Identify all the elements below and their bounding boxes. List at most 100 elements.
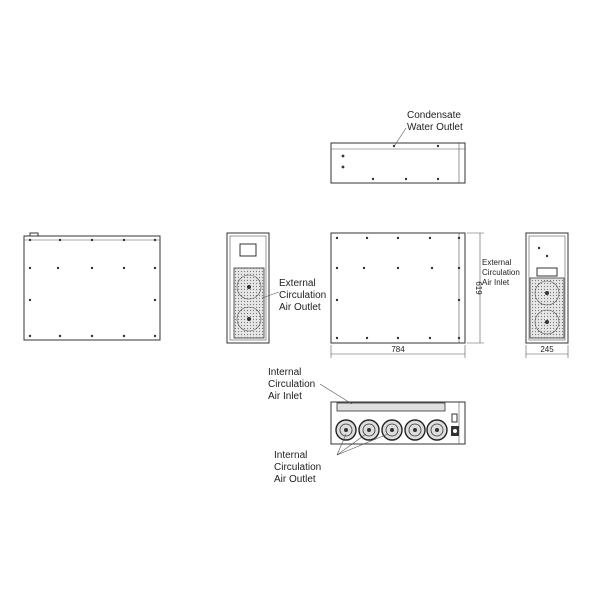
internal-outlet-fans bbox=[335, 419, 448, 441]
mounting-hole bbox=[122, 238, 126, 242]
external-outlet-fan bbox=[236, 306, 262, 332]
mounting-hole bbox=[396, 236, 400, 240]
bottom-view-connector bbox=[451, 413, 458, 423]
label-ext-inlet-line: External bbox=[482, 258, 512, 267]
fan-ring bbox=[430, 423, 444, 437]
side-view-left: External Circulation Air Outlet bbox=[226, 232, 326, 344]
label-ext-outlet-line: Circulation bbox=[279, 290, 326, 301]
int-outlet-leader-line bbox=[336, 433, 389, 456]
mounting-hole bbox=[365, 336, 369, 340]
mounting-hole bbox=[457, 236, 461, 240]
mounting-hole bbox=[153, 238, 157, 242]
front-view: 784 619 bbox=[330, 232, 484, 358]
external-inlet-fan bbox=[534, 280, 560, 306]
int-outlet-leader-line bbox=[336, 433, 367, 456]
label-int-outlet: Internal Circulation Air Outlet bbox=[274, 450, 324, 485]
side-view-right-hole bbox=[537, 246, 541, 250]
mounting-hole bbox=[153, 298, 157, 302]
internal-inlet-slot bbox=[336, 402, 446, 412]
mounting-hole bbox=[56, 266, 60, 270]
top-view: Condensate Water Outlet bbox=[330, 110, 466, 184]
mounting-hole bbox=[396, 336, 400, 340]
mounting-hole bbox=[90, 266, 94, 270]
label-int-inlet-line: Internal bbox=[268, 367, 301, 378]
mounting-hole bbox=[28, 266, 32, 270]
side-view-left-display bbox=[239, 243, 257, 257]
top-view-hole bbox=[436, 177, 440, 181]
top-view-outline bbox=[330, 142, 466, 184]
side-view-right-hole bbox=[545, 254, 549, 258]
top-view-hole bbox=[404, 177, 408, 181]
label-ext-outlet-line: External bbox=[279, 278, 316, 289]
mounting-hole bbox=[28, 334, 32, 338]
fan-hub bbox=[390, 428, 394, 432]
side-view-right: 245 External Circulation Air Inlet bbox=[482, 232, 569, 358]
mounting-hole bbox=[335, 266, 339, 270]
external-outlet-grille-pattern bbox=[234, 268, 264, 338]
mounting-hole bbox=[365, 236, 369, 240]
fan-hub bbox=[435, 428, 439, 432]
label-int-outlet-line: Air Outlet bbox=[274, 474, 316, 485]
external-inlet-fan bbox=[534, 309, 560, 335]
label-ext-outlet-line: Air Outlet bbox=[279, 302, 321, 313]
mounting-hole bbox=[58, 334, 62, 338]
mounting-hole bbox=[430, 266, 434, 270]
side-view-left-outline bbox=[226, 232, 270, 344]
mounting-hole bbox=[457, 266, 461, 270]
ext-outlet-leader-line bbox=[261, 291, 280, 299]
fan-hub bbox=[545, 320, 549, 324]
fan-hub bbox=[247, 317, 251, 321]
label-ext-inlet: External Circulation Air Inlet bbox=[482, 258, 522, 287]
dim-depth-label: 245 bbox=[540, 345, 554, 354]
fan-hub bbox=[344, 428, 348, 432]
side-view-right-outline bbox=[525, 232, 569, 344]
side-view-left-inner bbox=[229, 235, 267, 341]
external-outlet-fan bbox=[236, 274, 262, 300]
fan-ring bbox=[339, 423, 353, 437]
rear-view-outline bbox=[23, 235, 161, 341]
power-socket-pin bbox=[453, 429, 457, 433]
condensate-leader-line bbox=[394, 127, 407, 146]
front-view-holes bbox=[335, 236, 461, 340]
top-view-hole bbox=[341, 154, 345, 158]
mounting-hole bbox=[335, 298, 339, 302]
label-ext-inlet-line: Air Inlet bbox=[482, 278, 510, 287]
int-outlet-leader-line bbox=[336, 433, 347, 456]
mounting-hole bbox=[28, 238, 32, 242]
fan-ring bbox=[362, 423, 376, 437]
mounting-hole bbox=[153, 334, 157, 338]
label-condensate: Condensate Water Outlet bbox=[407, 110, 464, 133]
mounting-hole bbox=[122, 334, 126, 338]
label-int-outlet-line: Circulation bbox=[274, 462, 321, 473]
int-inlet-leader-line bbox=[319, 383, 353, 405]
fan-hub bbox=[367, 428, 371, 432]
mounting-hole bbox=[335, 336, 339, 340]
label-int-inlet-line: Circulation bbox=[268, 379, 315, 390]
mounting-hole bbox=[457, 336, 461, 340]
dim-height-label: 619 bbox=[474, 281, 483, 295]
mounting-hole bbox=[428, 336, 432, 340]
rear-view-holes bbox=[28, 238, 157, 338]
side-view-right-display bbox=[536, 267, 558, 277]
top-view-hole bbox=[341, 165, 345, 169]
mounting-hole bbox=[153, 266, 157, 270]
rear-view-tab bbox=[29, 232, 39, 237]
bottom-view-outline bbox=[330, 401, 466, 445]
condensate-outlet-port bbox=[392, 144, 396, 148]
mounting-hole bbox=[396, 266, 400, 270]
bottom-view: Internal Circulation Air Inlet Internal … bbox=[268, 367, 466, 485]
label-condensate-line: Condensate bbox=[407, 110, 461, 121]
label-int-inlet: Internal Circulation Air Inlet bbox=[268, 367, 318, 402]
mounting-hole bbox=[428, 236, 432, 240]
label-ext-inlet-line: Circulation bbox=[482, 268, 520, 277]
label-int-inlet-line: Air Inlet bbox=[268, 391, 302, 402]
mounting-hole bbox=[90, 334, 94, 338]
mounting-hole bbox=[28, 298, 32, 302]
top-view-hole bbox=[436, 144, 440, 148]
mounting-hole bbox=[122, 266, 126, 270]
label-condensate-line: Water Outlet bbox=[407, 122, 463, 133]
fan-hub bbox=[247, 285, 251, 289]
mounting-hole bbox=[362, 266, 366, 270]
